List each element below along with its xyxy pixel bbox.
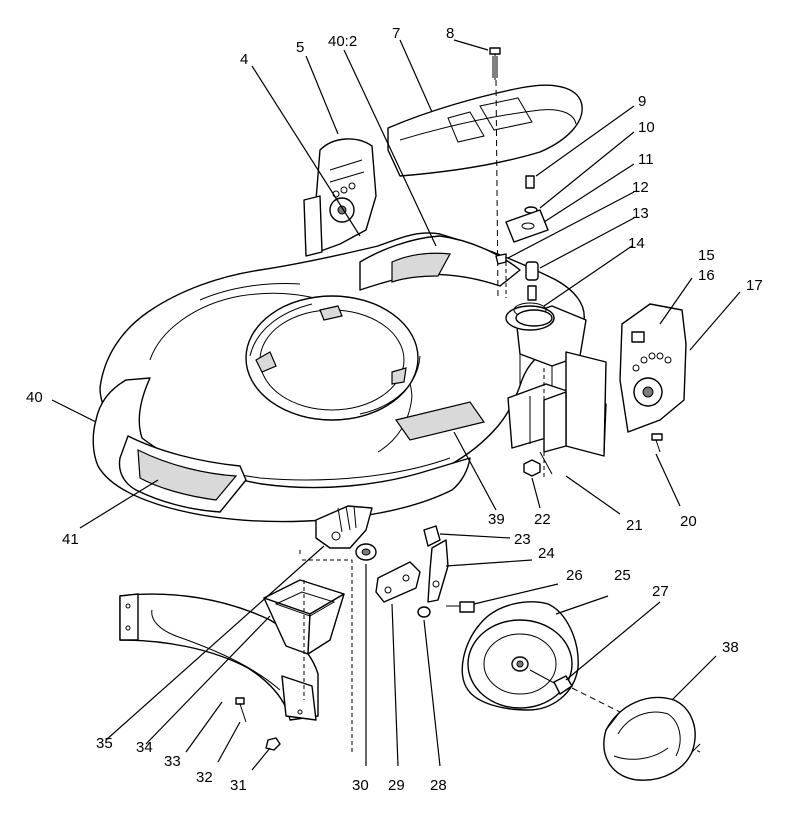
- callout-27: 27: [652, 583, 669, 600]
- callout-13: 13: [632, 205, 649, 222]
- callout-31: 31: [230, 777, 247, 794]
- callout-21: 21: [626, 517, 643, 534]
- callout-40-2: 40:2: [328, 33, 357, 50]
- callout-14: 14: [628, 235, 645, 252]
- height-adjust-lever: [315, 505, 373, 549]
- callout-5: 5: [296, 39, 304, 56]
- hubcap: [603, 696, 701, 781]
- callout-7: 7: [392, 25, 400, 42]
- callout-20: 20: [680, 513, 697, 530]
- callout-38: 38: [722, 639, 739, 656]
- callout-39: 39: [488, 511, 505, 528]
- screw-and-nut: [235, 697, 281, 751]
- wheel: [461, 601, 579, 711]
- callout-29: 29: [388, 777, 405, 794]
- callout-32: 32: [196, 769, 213, 786]
- callout-8: 8: [446, 25, 454, 42]
- height-adjust-hardware: [495, 175, 553, 327]
- callout-11: 11: [638, 151, 654, 168]
- callout-24: 24: [538, 545, 555, 562]
- callout-30: 30: [352, 777, 369, 794]
- callout-15: 15: [698, 247, 715, 264]
- callout-35: 35: [96, 735, 113, 752]
- side-plate: [543, 351, 607, 457]
- callout-40: 40: [26, 389, 43, 406]
- callout-41: 41: [62, 531, 79, 548]
- front-skirt: [119, 593, 319, 721]
- mower-deck: [92, 232, 607, 523]
- callout-25: 25: [614, 567, 631, 584]
- callout-labels: 4 5 40:2 7 8 9 10 11 12 13 14 15 16 17 4…: [26, 25, 763, 794]
- callout-10: 10: [638, 119, 655, 136]
- callout-12: 12: [632, 179, 649, 196]
- callout-17: 17: [746, 277, 763, 294]
- callout-9: 9: [638, 93, 646, 110]
- callout-34: 34: [136, 739, 153, 756]
- right-height-bracket: [619, 303, 687, 453]
- wheel-mount-hardware: [355, 525, 475, 618]
- callout-33: 33: [164, 753, 181, 770]
- callout-28: 28: [430, 777, 447, 794]
- callout-4: 4: [240, 51, 248, 68]
- rear-height-bracket: [303, 138, 377, 257]
- top-cover: [387, 84, 583, 177]
- leader-lines: [51, 39, 741, 771]
- callout-16: 16: [698, 267, 715, 284]
- callout-26: 26: [566, 567, 583, 584]
- callout-23: 23: [514, 531, 531, 548]
- callout-22: 22: [534, 511, 551, 528]
- assembly-guides: [299, 262, 545, 752]
- nut-22: [523, 459, 541, 477]
